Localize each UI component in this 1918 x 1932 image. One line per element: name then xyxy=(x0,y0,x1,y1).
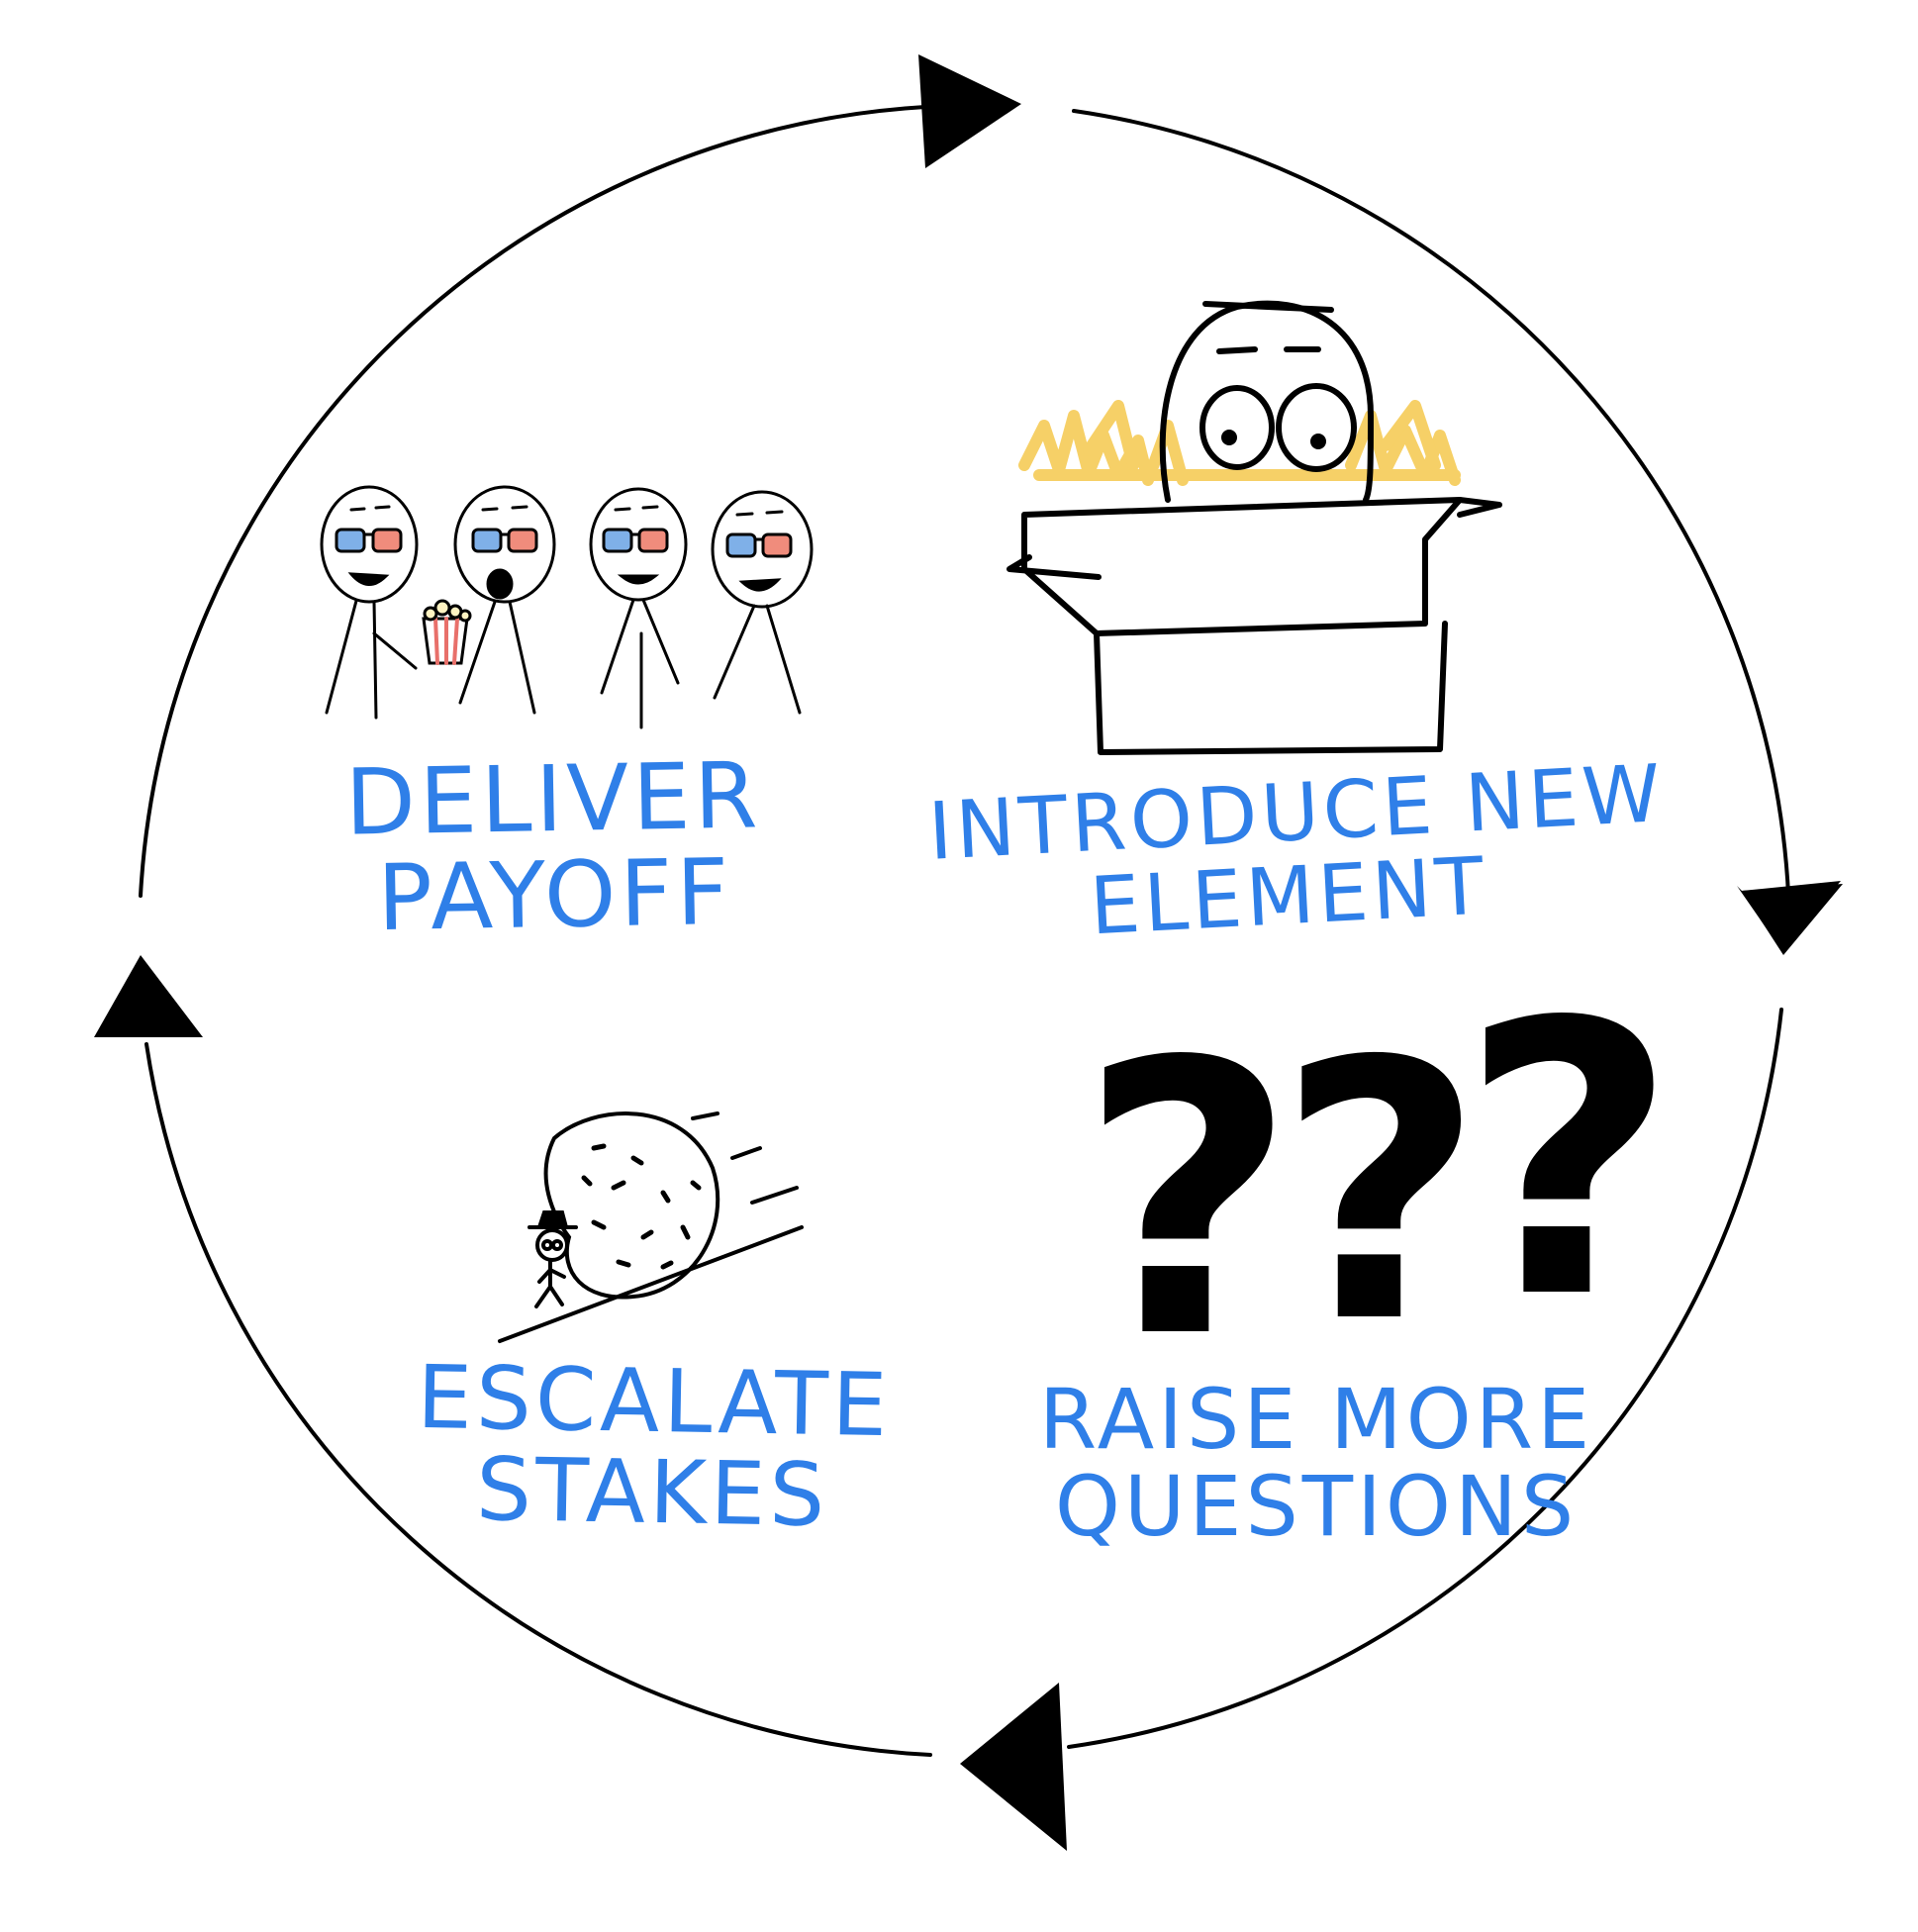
left-brow xyxy=(1216,346,1258,354)
stage-label-line: Deliver xyxy=(344,742,763,856)
left-arrow-icon xyxy=(94,955,203,1037)
runner-body xyxy=(534,1258,566,1308)
egg-in-box-icon xyxy=(1007,300,1502,755)
arc-top-right xyxy=(1072,109,1791,922)
popcorn-icon xyxy=(422,599,472,665)
box-flap-left xyxy=(1007,554,1102,580)
arc-bottom-left xyxy=(144,1042,932,1757)
runner-eye-r xyxy=(551,1239,563,1251)
question-mark-3: ? xyxy=(1460,942,1678,1381)
top-arrow-icon xyxy=(918,54,1021,168)
right-arrow-icon-body xyxy=(1742,884,1843,955)
audience-member-3 xyxy=(589,487,688,729)
left-eye xyxy=(1199,385,1275,470)
stage-label-line: questions xyxy=(1054,1458,1579,1556)
bottom-arrow-icon xyxy=(960,1683,1067,1851)
runner-eye-l xyxy=(541,1239,553,1251)
stage-label-line: stakes xyxy=(475,1438,830,1547)
audience-member-4 xyxy=(711,490,814,715)
flame-scribbles xyxy=(1018,400,1461,486)
stage-label-raise-more-questions: Raise more questions xyxy=(1009,1371,1623,1556)
runner-hat xyxy=(527,1210,578,1229)
arc-bottom-right xyxy=(1067,1008,1783,1749)
stage-label-escalate-stakes: Escalate stakes xyxy=(374,1345,931,1547)
left-pupil xyxy=(1221,430,1237,445)
boulder xyxy=(543,1111,720,1300)
question-mark-1: ? xyxy=(1079,982,1296,1420)
arc-top-left xyxy=(139,105,927,898)
boulder-specks xyxy=(581,1143,702,1270)
slope-line xyxy=(498,1225,804,1343)
egg-top-line xyxy=(1202,301,1334,313)
stage-label-deliver-payoff: Deliver payoff xyxy=(295,742,813,951)
box-lower xyxy=(1094,621,1448,755)
boulder-chase-icon xyxy=(498,1111,804,1343)
audience-member-1 xyxy=(320,485,419,720)
cycle-circle xyxy=(139,105,1791,1757)
question-mark-2: ? xyxy=(1278,986,1485,1401)
box-front-top xyxy=(1021,497,1463,636)
audience-3d-glasses-icon xyxy=(320,485,814,729)
box-flap-right xyxy=(1457,497,1502,518)
audience-member-2 xyxy=(453,485,556,715)
stage-label-line: Raise more xyxy=(1038,1371,1594,1468)
question-marks-icon: ? ? ? xyxy=(1079,942,1678,1420)
right-pupil xyxy=(1310,434,1326,449)
speed-line-1 xyxy=(691,1111,719,1120)
speed-line-2 xyxy=(730,1146,762,1160)
speed-line-3 xyxy=(750,1186,799,1205)
right-eye xyxy=(1276,383,1357,472)
stage-label-line: Escalate xyxy=(416,1345,893,1457)
stage-label-line: payoff xyxy=(376,838,734,951)
